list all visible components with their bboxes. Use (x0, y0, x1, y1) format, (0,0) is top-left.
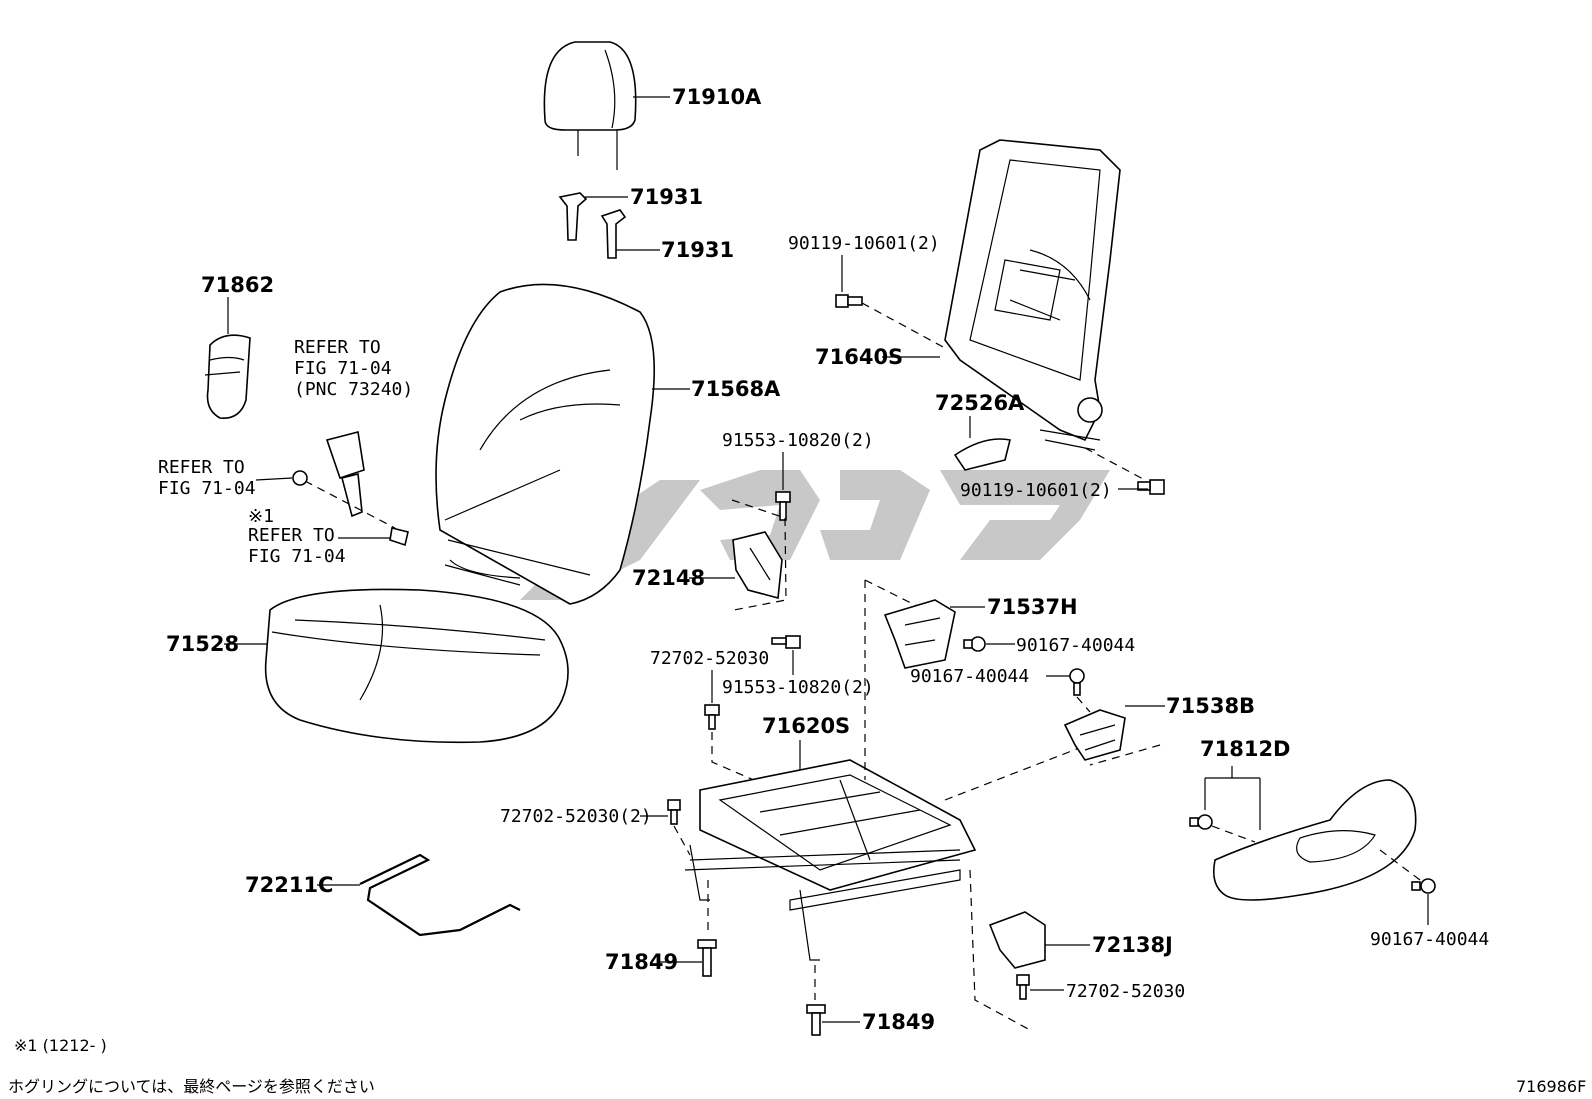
dashed-guide (304, 480, 396, 529)
part-label-90167-a[interactable]: 90167-40044 (1016, 635, 1135, 656)
part-label-91553-bottom[interactable]: 91553-10820(2) (722, 677, 874, 698)
cover-72138J-icon[interactable] (988, 911, 1046, 969)
headrest-icon[interactable] (543, 41, 637, 170)
part-label-71910A[interactable]: 71910A (672, 85, 762, 109)
refer-mid-line1: REFER TO (248, 525, 335, 546)
seat-belt-buckle-icon[interactable] (325, 431, 365, 518)
cover-71537H-icon[interactable] (883, 599, 956, 669)
headrest-support-icon[interactable] (558, 192, 627, 259)
part-label-71568A[interactable]: 71568A (691, 377, 781, 401)
refer-belt-line1: REFER TO (294, 337, 381, 358)
part-label-72148[interactable]: 72148 (632, 566, 705, 590)
dashed-guide (1076, 696, 1091, 713)
screw-icon[interactable] (963, 636, 986, 652)
pin-icon[interactable] (806, 1004, 826, 1036)
leader-line (255, 477, 293, 481)
bolt-icon[interactable] (667, 799, 681, 825)
part-label-71538B[interactable]: 71538B (1166, 694, 1255, 718)
cover-72526A-icon[interactable] (953, 438, 1011, 471)
clip-icon[interactable] (389, 527, 409, 547)
dashed-guide (711, 732, 801, 801)
leader-line (1204, 766, 1261, 830)
part-label-71537H[interactable]: 71537H (987, 595, 1078, 619)
part-label-90119-top[interactable]: 90119-10601(2) (788, 233, 940, 254)
part-label-71812D[interactable]: 71812D (1200, 737, 1291, 761)
refer-mid-line2: FIG 71-04 (248, 546, 346, 567)
side-cover-icon[interactable] (204, 334, 251, 419)
dashed-guide (1084, 447, 1146, 481)
figure-code: 716986F (1516, 1077, 1586, 1096)
part-label-72702-bottom[interactable]: 72702-52030 (1066, 981, 1185, 1002)
dashed-guide (673, 825, 691, 856)
dashed-guide (1089, 744, 1161, 766)
wire-72211C-icon[interactable] (359, 853, 521, 937)
side-shield-icon[interactable] (1212, 779, 1417, 901)
part-label-71931-b[interactable]: 71931 (661, 238, 734, 262)
bolt-icon[interactable] (1137, 479, 1165, 495)
part-label-72526A[interactable]: 72526A (935, 391, 1025, 415)
part-label-90119-bottom[interactable]: 90119-10601(2) (960, 480, 1112, 501)
seatback-frame-icon[interactable] (944, 139, 1121, 451)
seat-cushion-icon[interactable] (264, 588, 569, 744)
part-label-71931-a[interactable]: 71931 (630, 185, 703, 209)
bracket-72148-icon[interactable] (732, 531, 783, 600)
dashed-guide (861, 302, 946, 349)
refer-belt-line2: FIG 71-04 (294, 358, 392, 379)
bolt-icon[interactable] (704, 704, 720, 730)
screw-icon[interactable] (1189, 814, 1213, 830)
dashed-guide (969, 869, 1031, 1031)
screw-icon[interactable] (1411, 878, 1436, 894)
note-mark-1: ※1 (248, 506, 274, 527)
cover-71538B-icon[interactable] (1063, 709, 1126, 761)
seatback-cover-icon[interactable] (435, 283, 656, 605)
part-label-71528[interactable]: 71528 (166, 632, 239, 656)
dashed-guide (1211, 825, 1256, 843)
part-label-90167-c[interactable]: 90167-40044 (1370, 929, 1489, 950)
bolt-icon[interactable] (775, 491, 791, 521)
screw-icon[interactable] (1069, 668, 1085, 696)
footer-hog-ring-note: ホグリングについては、最終ページを参照ください (8, 1077, 375, 1096)
part-label-72702-top[interactable]: 72702-52030 (650, 648, 769, 669)
part-label-71620S[interactable]: 71620S (762, 714, 850, 738)
footer-note-range: ※1 (1212- ) (14, 1036, 107, 1055)
part-label-91553-top[interactable]: 91553-10820(2) (722, 430, 874, 451)
pin-icon[interactable] (697, 939, 717, 977)
bolt-icon[interactable] (835, 294, 863, 308)
part-label-72702-side[interactable]: 72702-52030(2) (500, 806, 652, 827)
part-label-71862[interactable]: 71862 (201, 273, 274, 297)
nut-icon[interactable] (292, 470, 308, 486)
part-label-72138J[interactable]: 72138J (1092, 933, 1173, 957)
bolt-icon[interactable] (1016, 974, 1030, 1000)
bolt-icon[interactable] (771, 635, 801, 649)
refer-left-line2: FIG 71-04 (158, 478, 256, 499)
part-label-71849-b[interactable]: 71849 (862, 1010, 935, 1034)
part-label-90167-b[interactable]: 90167-40044 (910, 666, 1029, 687)
part-label-71640S[interactable]: 71640S (815, 345, 903, 369)
refer-left-line1: REFER TO (158, 457, 245, 478)
refer-belt-line3: (PNC 73240) (294, 379, 413, 400)
part-label-71849-a[interactable]: 71849 (605, 950, 678, 974)
part-label-72211C[interactable]: 72211C (245, 873, 333, 897)
seat-frame-icon[interactable] (684, 759, 977, 961)
